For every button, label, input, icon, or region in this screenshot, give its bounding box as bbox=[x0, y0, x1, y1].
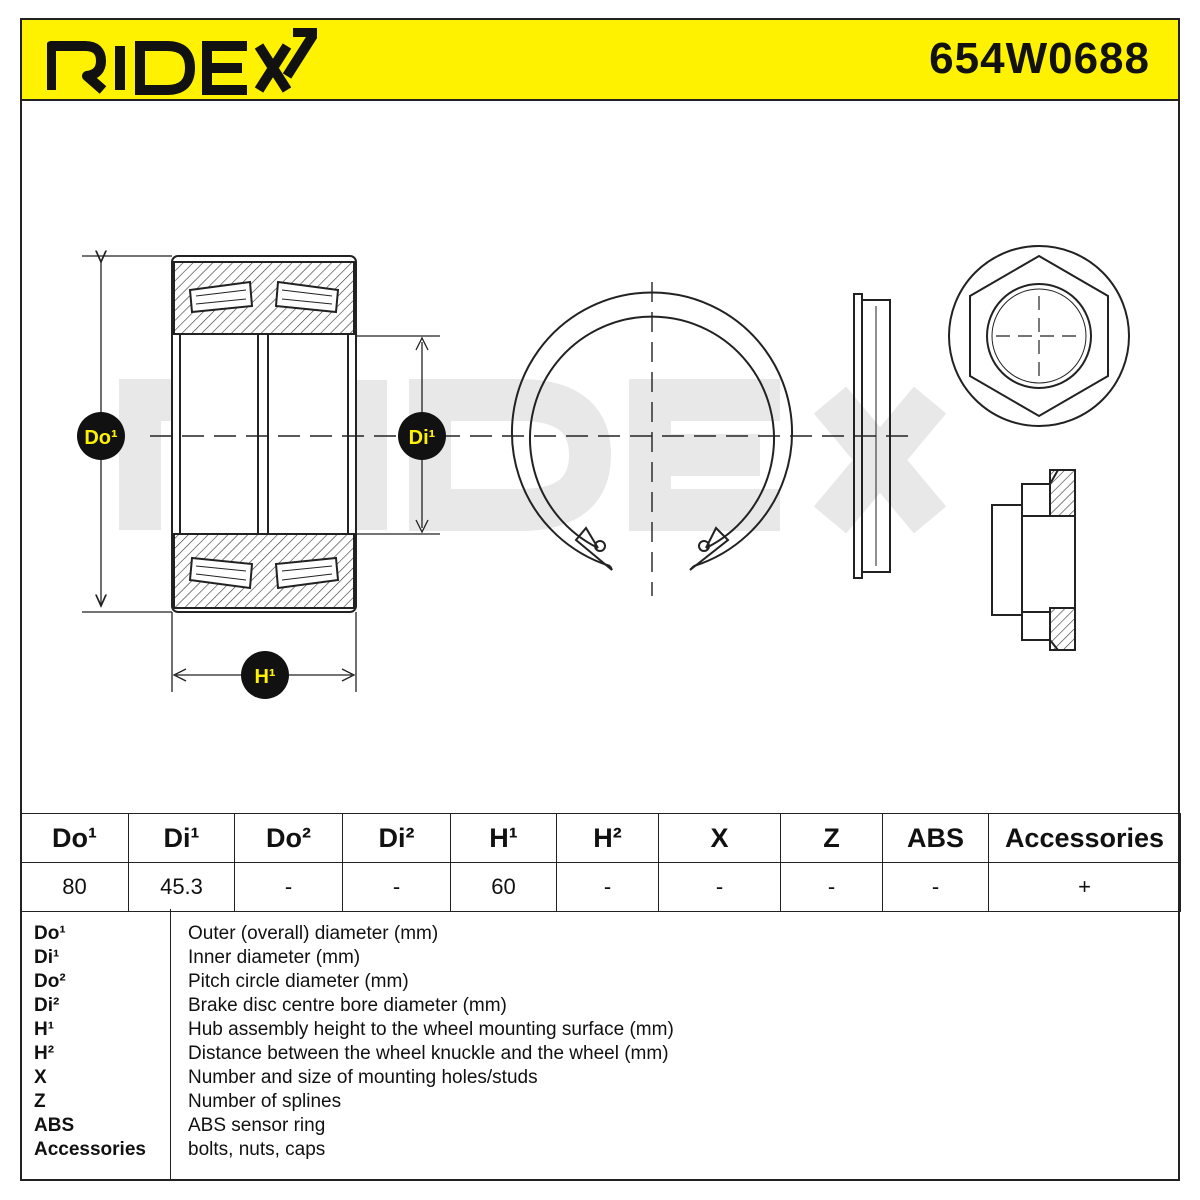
legend-key: ABS bbox=[34, 1115, 75, 1136]
legend-desc: ABS sensor ring bbox=[188, 1115, 326, 1136]
ridex-logo bbox=[47, 28, 317, 95]
legend-key: Do² bbox=[34, 971, 66, 992]
spec-header-cell: Do² bbox=[234, 813, 343, 863]
svg-text:H¹: H¹ bbox=[254, 666, 275, 688]
legend-desc: Inner diameter (mm) bbox=[188, 947, 361, 968]
legend-key: H¹ bbox=[34, 1019, 55, 1040]
h1-label: H¹ bbox=[241, 651, 289, 699]
spec-value-cell: + bbox=[988, 862, 1181, 912]
spec-value-cell: 80 bbox=[20, 862, 129, 912]
spec-header-cell: Di² bbox=[342, 813, 451, 863]
spec-header-cell: X bbox=[658, 813, 781, 863]
spec-value-cell: 45.3 bbox=[128, 862, 235, 912]
spec-value-cell: - bbox=[780, 862, 883, 912]
spec-value-cell: - bbox=[882, 862, 989, 912]
legend-row: Z Number of splines bbox=[22, 1091, 1178, 1115]
bearing-section bbox=[171, 255, 357, 613]
spec-value-cell: 60 bbox=[450, 862, 557, 912]
legend-desc: Pitch circle diameter (mm) bbox=[188, 971, 409, 992]
spec-value-cell: - bbox=[342, 862, 451, 912]
legend-row: X Number and size of mounting holes/stud… bbox=[22, 1067, 1178, 1091]
legend-divider bbox=[170, 909, 171, 1179]
di1-label: Di¹ bbox=[398, 412, 446, 460]
legend-key: X bbox=[34, 1067, 47, 1088]
spec-header-cell: H¹ bbox=[450, 813, 557, 863]
legend-key: Di¹ bbox=[34, 947, 60, 968]
legend-key: Di² bbox=[34, 995, 60, 1016]
spec-value-cell: - bbox=[234, 862, 343, 912]
svg-text:Di¹: Di¹ bbox=[409, 427, 436, 449]
spec-header-cell: ABS bbox=[882, 813, 989, 863]
hex-nut-front bbox=[948, 245, 1130, 427]
spec-header-cell: Do¹ bbox=[20, 813, 129, 863]
legend-desc: Outer (overall) diameter (mm) bbox=[188, 923, 439, 944]
legend-row: Do² Pitch circle diameter (mm) bbox=[22, 971, 1178, 995]
di1-dimension bbox=[356, 335, 440, 535]
header-bar: 654W0688 bbox=[20, 18, 1180, 101]
technical-drawing: Do¹ Di¹ H¹ bbox=[77, 245, 1130, 699]
spec-value-row: 80 45.3 - - 60 - - - - + bbox=[20, 862, 1181, 912]
hex-nut-side bbox=[991, 469, 1076, 651]
legend-key: Z bbox=[34, 1091, 46, 1112]
svg-text:Do¹: Do¹ bbox=[84, 427, 118, 449]
legend-desc: Distance between the wheel knuckle and t… bbox=[188, 1043, 669, 1064]
legend-row: H¹ Hub assembly height to the wheel moun… bbox=[22, 1019, 1178, 1043]
legend-key: Do¹ bbox=[34, 923, 66, 944]
legend-row: Di¹ Inner diameter (mm) bbox=[22, 947, 1178, 971]
legend-desc: Hub assembly height to the wheel mountin… bbox=[188, 1019, 674, 1040]
spec-value-cell: - bbox=[556, 862, 659, 912]
legend-key: Accessories bbox=[34, 1139, 146, 1160]
spec-table: Do¹ Di¹ Do² Di² H¹ H² X Z ABS Accessorie… bbox=[20, 813, 1181, 912]
legend-row: Di² Brake disc centre bore diameter (mm) bbox=[22, 995, 1178, 1019]
spec-header-cell: Accessories bbox=[988, 813, 1181, 863]
legend-desc: Brake disc centre bore diameter (mm) bbox=[188, 995, 507, 1016]
do1-label: Do¹ bbox=[77, 412, 125, 460]
legend-key: H² bbox=[34, 1043, 55, 1064]
circlip bbox=[511, 282, 793, 596]
legend-desc: Number and size of mounting holes/studs bbox=[188, 1067, 538, 1088]
spec-value-cell: - bbox=[658, 862, 781, 912]
spec-header-cell: H² bbox=[556, 813, 659, 863]
legend-row: ABS ABS sensor ring bbox=[22, 1115, 1178, 1139]
spec-header-cell: Di¹ bbox=[128, 813, 235, 863]
legend-row: Accessories bolts, nuts, caps bbox=[22, 1139, 1178, 1163]
legend-row: Do¹ Outer (overall) diameter (mm) bbox=[22, 923, 1178, 947]
spec-header-cell: Z bbox=[780, 813, 883, 863]
legend-desc: bolts, nuts, caps bbox=[188, 1139, 326, 1160]
spec-header-row: Do¹ Di¹ Do² Di² H¹ H² X Z ABS Accessorie… bbox=[20, 813, 1181, 863]
seal-ring-side bbox=[853, 293, 891, 579]
legend-row: H² Distance between the wheel knuckle an… bbox=[22, 1043, 1178, 1067]
part-number: 654W0688 bbox=[929, 34, 1150, 83]
legend-desc: Number of splines bbox=[188, 1091, 342, 1112]
legend-box: Do¹ Outer (overall) diameter (mm) Di¹ In… bbox=[20, 909, 1180, 1181]
